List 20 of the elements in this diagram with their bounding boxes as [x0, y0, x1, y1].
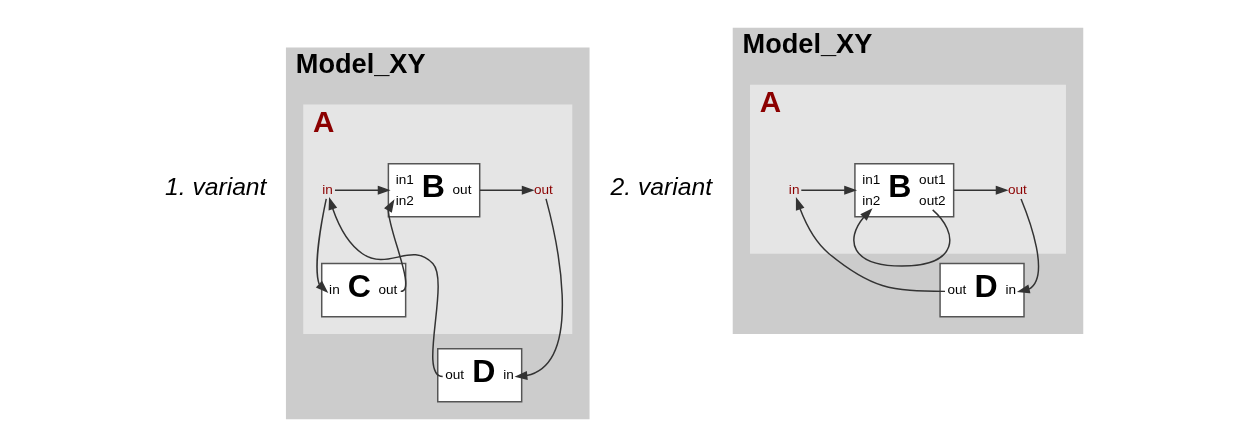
arrow: [328, 196, 443, 378]
arrow: [852, 208, 951, 267]
arrow: [315, 198, 328, 293]
node-box: out D in: [436, 348, 522, 403]
node-text: in: [321, 181, 333, 197]
node-text: in: [788, 181, 799, 197]
node-box: in C out: [320, 262, 406, 318]
node-box: out D in: [938, 262, 1025, 318]
arrow: [514, 198, 563, 380]
arrow: [800, 185, 857, 195]
node-text: out: [533, 181, 553, 197]
label: 2. variant: [610, 173, 712, 201]
arrow: [383, 199, 406, 293]
node-text: out: [1007, 181, 1027, 197]
arrow: [333, 185, 391, 195]
arrow: [795, 197, 946, 293]
arrow: [478, 185, 535, 195]
arrow: [1016, 198, 1039, 294]
arrow: [952, 185, 1009, 195]
label: 1. variant: [164, 173, 266, 201]
